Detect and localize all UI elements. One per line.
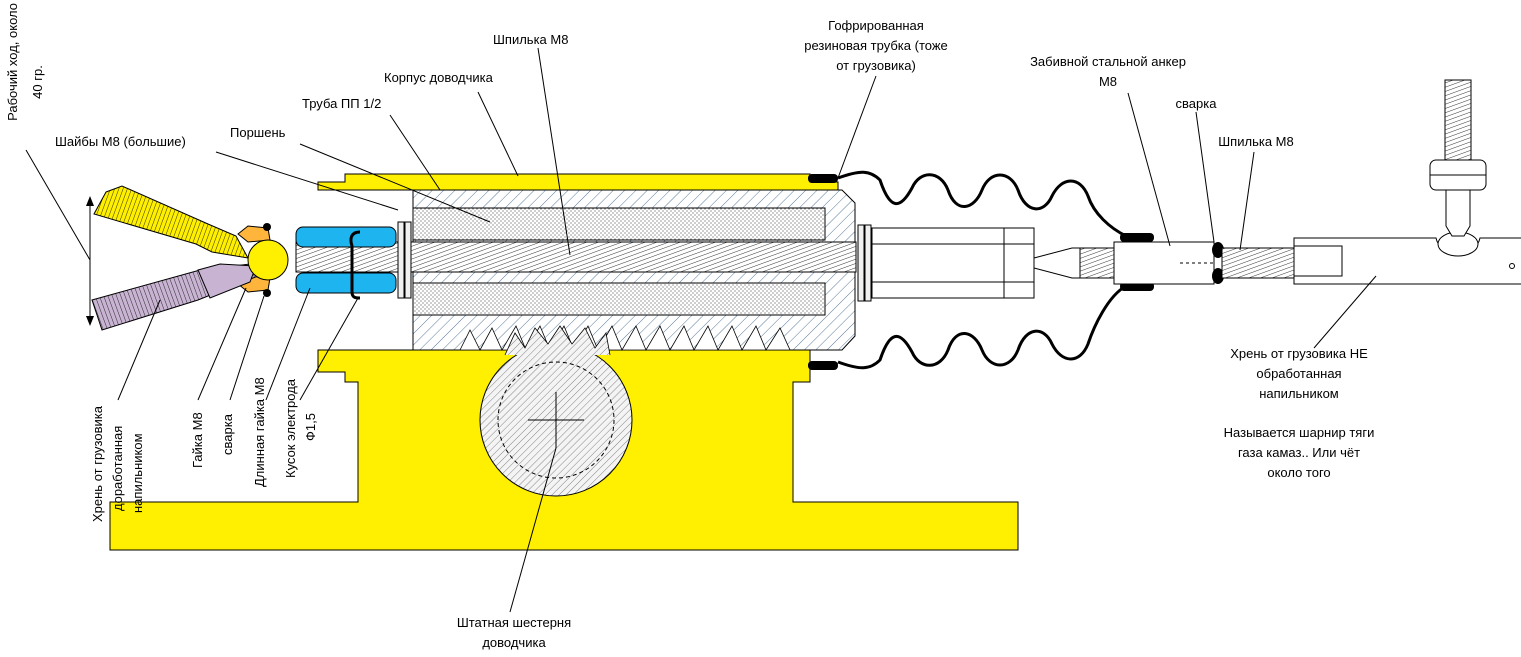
pp-pipe-lower: [295, 272, 397, 294]
label-gear-1: Штатная шестерня: [457, 615, 571, 630]
boot-clamp: [808, 361, 838, 370]
label-weld-left: сварка: [220, 413, 235, 455]
label-left-joint-2: доработанная: [110, 426, 125, 511]
boot-lower: [837, 284, 1127, 370]
label-right-joint-3: напильником: [1259, 386, 1339, 401]
steel-anchor: [1113, 241, 1215, 285]
weld-dot: [1212, 268, 1224, 284]
label-long-nut: Длинная гайка М8: [252, 377, 267, 487]
stud-thread-r: [1079, 247, 1115, 279]
ball-joint: [247, 239, 289, 281]
washer: [397, 221, 405, 299]
housing-top: [317, 173, 839, 191]
label-anchor-1: Забивной стальной анкер: [1030, 54, 1186, 69]
electrode-clip: [349, 230, 361, 300]
label-boot-3: от грузовика): [836, 58, 916, 73]
label-gear-2: доводчика: [482, 635, 546, 650]
label-boot-2: резиновая трубка (тоже: [804, 38, 948, 53]
boot-clamp: [1120, 233, 1154, 242]
hex-nut: [1003, 227, 1035, 299]
label-anchor-2: М8: [1099, 74, 1117, 89]
label-note-1: Называется шарнир тяги: [1224, 425, 1375, 440]
gear-pitch-circle: [497, 361, 615, 479]
label-stud-right: Шпилька М8: [1218, 134, 1293, 149]
weld-dot: [263, 289, 271, 297]
weld-dot: [263, 223, 271, 231]
flange-washer: [857, 224, 865, 302]
label-right-joint-1: Хрень от грузовика НЕ: [1230, 346, 1368, 361]
label-nut-m8: Гайка М8: [190, 412, 205, 468]
label-stroke-1: Рабочий ход, около: [5, 3, 20, 121]
leader-lines: [25, 47, 1377, 613]
washer: [404, 221, 412, 299]
label-boot-1: Гофрированная: [828, 18, 924, 33]
flange-washer: [864, 224, 872, 302]
yellow-arm: [93, 185, 249, 259]
label-stud-top: Шпилька М8: [493, 32, 568, 47]
right-joint-stud: [1444, 79, 1472, 161]
label-left-joint-1: Хрень от грузовика: [90, 405, 105, 522]
piston-lower: [412, 282, 826, 316]
label-right-joint-2: обработанная: [1256, 366, 1341, 381]
piston-upper: [412, 207, 826, 241]
boot-upper: [837, 170, 1127, 238]
boot-clamp: [808, 174, 838, 183]
label-electrode-2: Ф1,5: [303, 413, 318, 441]
label-washers: Шайбы М8 (большие): [55, 134, 186, 149]
label-left-joint-3: напильником: [130, 433, 145, 513]
stud-m8-right: [1221, 247, 1295, 279]
label-note-2: газа камаз.. Или чёт: [1238, 445, 1360, 460]
gear-teeth: [504, 325, 611, 356]
label-body: Корпус доводчика: [384, 70, 494, 85]
weld-dot: [1212, 242, 1224, 258]
label-pipe: Труба ПП 1/2: [302, 96, 381, 111]
label-piston: Поршень: [230, 125, 286, 140]
label-electrode-1: Кусок электрода: [283, 378, 298, 478]
joint-nut-upper: [237, 225, 271, 243]
pp-pipe-upper: [295, 226, 397, 248]
hex-long-nut: [871, 227, 1005, 299]
label-weld-right: сварка: [1176, 96, 1218, 111]
label-stroke-2: 40 гр.: [30, 65, 45, 99]
label-note-3: около того: [1267, 465, 1330, 480]
